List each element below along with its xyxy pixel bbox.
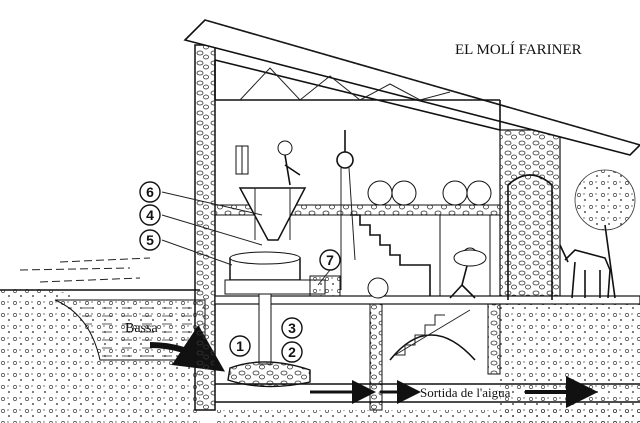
callout-5: 5 (139, 229, 161, 251)
callout-7: 7 (319, 249, 341, 271)
mill-machinery (224, 187, 341, 388)
svg-text:2: 2 (288, 344, 296, 360)
pond-label: Bassa (125, 321, 158, 336)
building (183, 19, 640, 411)
water-channel: Sortida de l'aigua (215, 376, 640, 408)
water-exit-label: Sortida de l'aigua (420, 385, 511, 400)
svg-text:5: 5 (146, 232, 154, 248)
flour-sacks (367, 180, 492, 299)
callout-3: 3 (281, 317, 303, 339)
svg-text:1: 1 (236, 338, 244, 354)
callouts: 1 2 3 4 5 6 7 (139, 181, 341, 363)
callout-2: 2 (281, 341, 303, 363)
donkey-and-tree (559, 169, 636, 299)
callout-4: 4 (139, 204, 161, 226)
callout-1: 1 (229, 335, 251, 357)
svg-text:6: 6 (146, 184, 154, 200)
staircase (350, 214, 491, 297)
svg-text:4: 4 (146, 207, 154, 223)
svg-text:3: 3 (288, 320, 296, 336)
svg-text:7: 7 (326, 252, 334, 268)
pulley (336, 130, 356, 290)
callout-6: 6 (139, 181, 161, 203)
figures (277, 140, 487, 299)
wind-lines (19, 257, 151, 283)
diagram-title: EL MOLÍ FARINER (455, 41, 582, 58)
